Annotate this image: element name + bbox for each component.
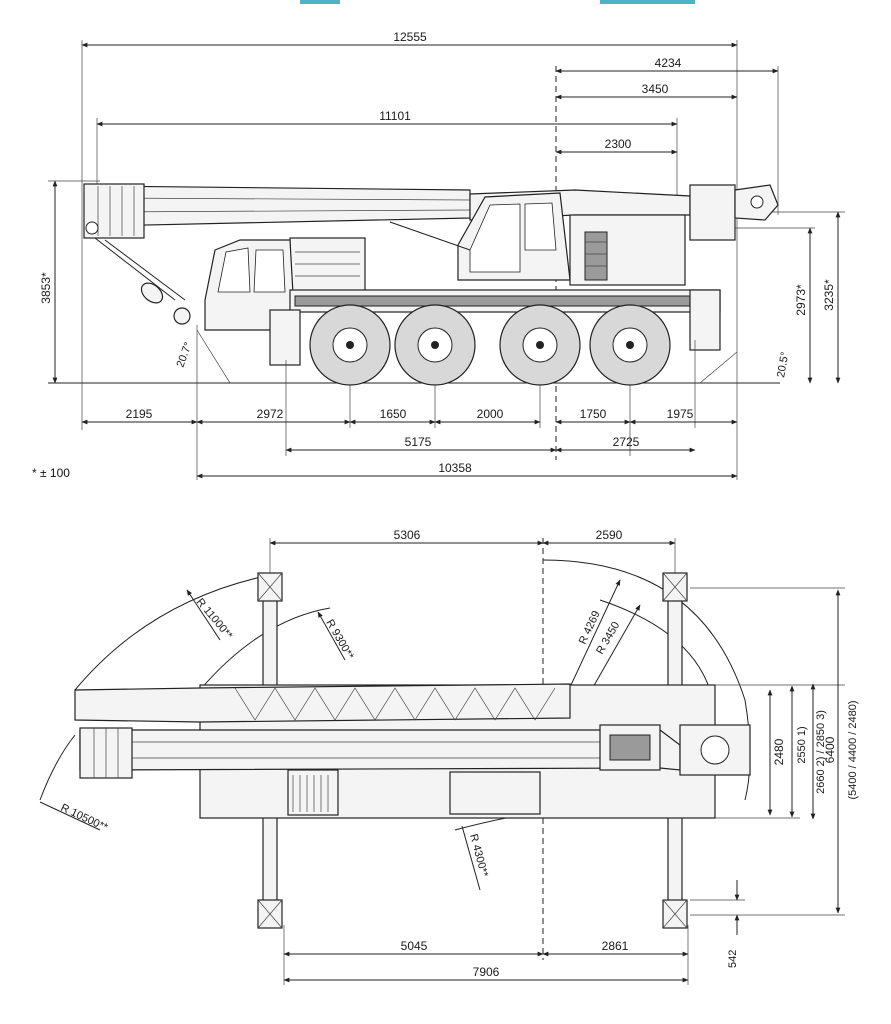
dim-front-hook: 2195 (126, 407, 153, 421)
dim-width-2660: 2660 2) / 2850 3) (815, 710, 827, 794)
dim-height-total: 3235* (822, 279, 836, 311)
dim-height-cab: 2973* (794, 284, 808, 316)
label-r11000: R 11000** (194, 596, 235, 642)
dim-front-to-axle1: 2972 (257, 407, 284, 421)
arc-r10500 (39, 734, 76, 801)
dim-outrigger-front: 5306 (394, 528, 421, 542)
dim-rear-overhang: 1975 (667, 407, 694, 421)
dim-axle-spacing-1: 1650 (380, 407, 407, 421)
dim-rear-to-turntable: 3450 (642, 82, 669, 96)
axle-4-wheel (589, 304, 671, 386)
dim-outrigger-total: 7906 (473, 965, 500, 979)
dim-wheelbase-front: 5175 (405, 435, 432, 449)
dim-approach-angle: 20.7° (175, 341, 195, 369)
dim-boom-overhang: 4234 (655, 56, 682, 70)
dim-height-boom: 3853* (39, 272, 53, 304)
label-r10500: R 10500** (59, 802, 110, 834)
axle-1-wheel (309, 304, 391, 386)
header-strip-left (300, 0, 340, 4)
header-strip-right (600, 0, 695, 4)
dim-outrigger-rear: 2590 (596, 528, 623, 542)
dim-outrigger-width: 6400 (823, 736, 837, 763)
dim-outrigger-width-options: (5400 / 4400 / 2480) (847, 700, 859, 799)
dim-departure-angle: 20.5° (775, 351, 791, 379)
dim-pad-offset: 542 (727, 950, 739, 968)
pad-front-left (257, 572, 283, 602)
arc-r3450 (599, 599, 711, 691)
arc-r11000 (74, 574, 271, 691)
label-r9300: R 9300** (323, 618, 356, 663)
pad-front-right (257, 899, 283, 929)
side-view: 12555 4234 3450 11101 2300 3853* 2973* 3… (39, 30, 845, 480)
dim-chassis-length: 10358 (438, 461, 472, 475)
boom-side (99, 185, 471, 227)
dim-boom-length: 11101 (379, 109, 411, 123)
dim-width-2480: 2480 (772, 738, 786, 765)
axle-2-wheel (394, 304, 476, 386)
dim-overall-length: 12555 (393, 30, 427, 44)
dim-axle-spacing-2: 2000 (477, 407, 504, 421)
dim-wheelbase-rear: 2725 (613, 435, 640, 449)
dim-axle-spacing-3: 1750 (580, 407, 607, 421)
pad-rear-right (662, 899, 688, 929)
tolerance-note: * ± 100 (32, 466, 70, 480)
hook-block (173, 307, 191, 325)
dim-outrigger-base-front: 5045 (401, 939, 428, 953)
main-boom-top (79, 729, 681, 771)
dim-width-2550: 2550 1) (796, 726, 808, 763)
folded-jib (74, 683, 571, 723)
pad-rear-left (662, 572, 688, 602)
top-view: 5306 2590 R 11000** R 9300** R 4269 R 34… (39, 528, 859, 985)
dim-cab-offset: 2300 (605, 137, 632, 151)
axle-3-wheel (499, 304, 581, 386)
dim-outrigger-base-rear: 2861 (602, 939, 629, 953)
